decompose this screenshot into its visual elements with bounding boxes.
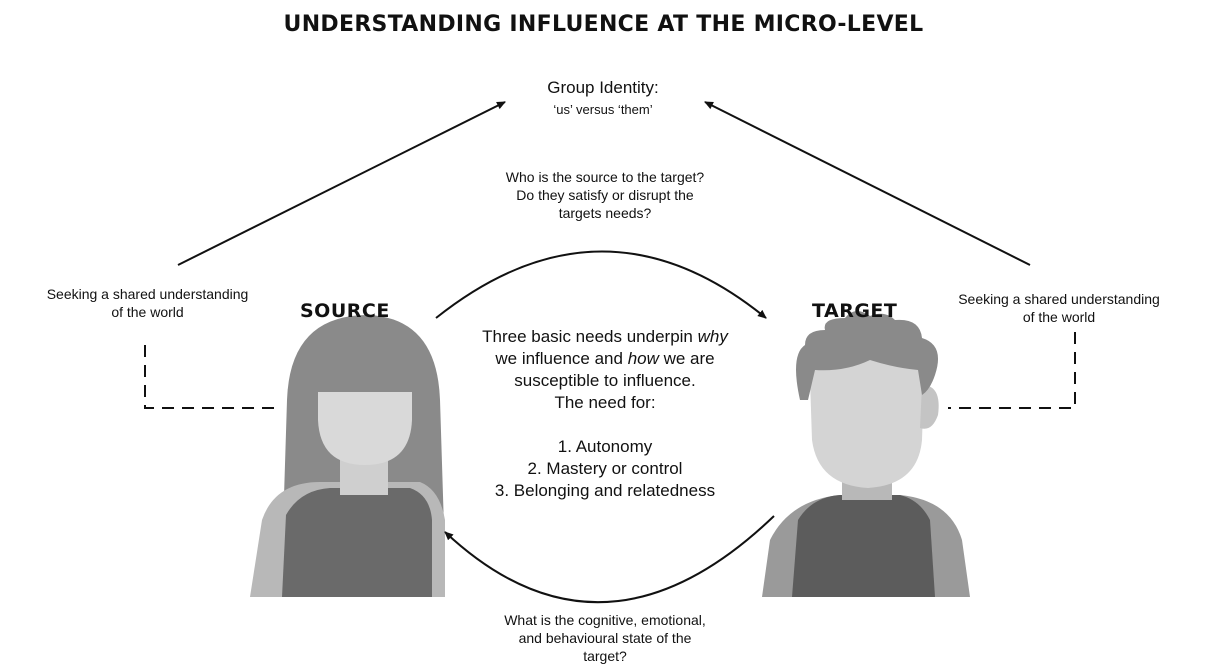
left-shared-understanding-label: Seeking a shared understanding of the wo…	[46, 286, 249, 320]
target-ear	[920, 385, 939, 429]
target-person-figure	[762, 310, 970, 597]
source-face	[318, 392, 412, 465]
bottom-question: What is the cognitive, emotional, and be…	[504, 612, 706, 664]
target-shirt	[792, 495, 935, 597]
basic-needs-text: Three basic needs underpin why we influe…	[452, 326, 758, 502]
bottom-curved-arrow	[444, 515, 775, 604]
target-label: TARGET	[812, 300, 898, 322]
need-item-mastery: 2. Mastery or control	[527, 459, 683, 478]
group-identity-subtitle: ‘us’ versus ‘them’	[553, 102, 653, 117]
needs-line-1: Three basic needs underpin why	[482, 327, 728, 346]
top-curved-arrow	[435, 250, 767, 319]
top-question: Who is the source to the target? Do they…	[505, 169, 705, 221]
source-person-figure	[250, 315, 445, 597]
needs-line-4: The need for:	[554, 393, 656, 412]
target-hair	[796, 310, 939, 400]
need-item-autonomy: 1. Autonomy	[557, 437, 653, 456]
source-shirt	[282, 488, 432, 597]
need-item-belonging: 3. Belonging and relatedness	[494, 481, 716, 500]
target-face	[809, 335, 925, 488]
right-dashed-connector	[948, 332, 1076, 409]
source-label: SOURCE	[300, 300, 390, 322]
group-identity-title: Group Identity:	[547, 78, 659, 97]
needs-line-2: we influence and how we are	[495, 349, 715, 368]
right-shared-understanding-label: Seeking a shared understanding of the wo…	[958, 291, 1160, 325]
left-arrow-to-group-identity	[177, 101, 506, 266]
left-dashed-connector	[144, 345, 275, 409]
needs-line-3: susceptible to influence.	[514, 371, 696, 390]
right-arrow-to-group-identity	[704, 101, 1031, 266]
diagram-title: UNDERSTANDING INFLUENCE AT THE MICRO-LEV…	[283, 12, 924, 37]
